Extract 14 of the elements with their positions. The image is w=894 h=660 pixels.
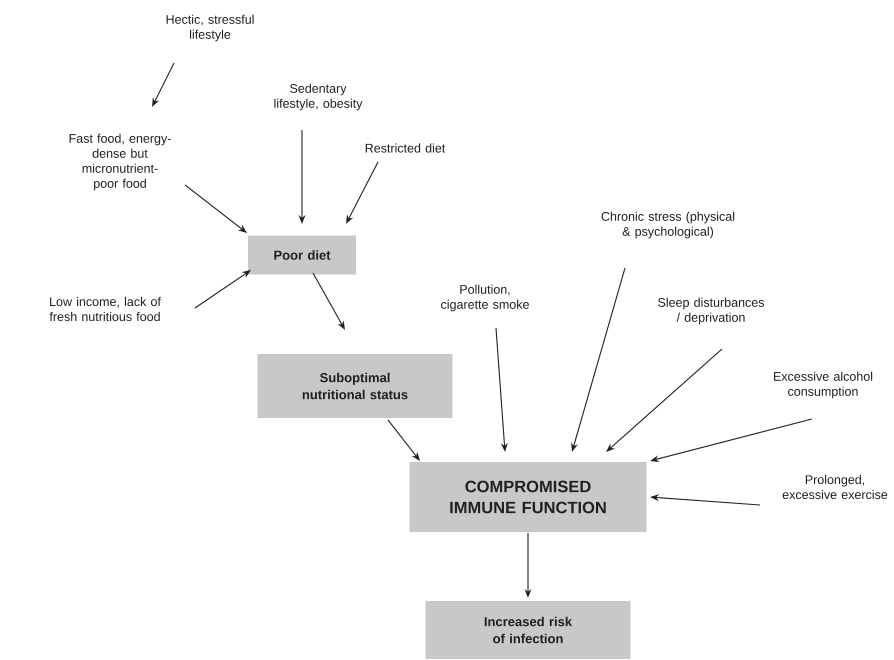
cause-text: Excessive alcohol consumption bbox=[774, 372, 872, 398]
outcome-box: Suboptimal nutritional status bbox=[258, 354, 452, 418]
cause-text: Fast food, energy-dense but micronutrient-poor food bbox=[70, 134, 171, 190]
cause-text: Pollution, cigarette smoke bbox=[441, 284, 529, 312]
cause-text: Prolonged, excessive exercise bbox=[782, 474, 888, 500]
cause-text: Restricted diet bbox=[366, 143, 446, 153]
outcome-box: Increased risk of infection bbox=[426, 601, 630, 659]
cause-text: Chronic stress (physical & psychological) bbox=[602, 212, 734, 238]
outcome-box: Poor diet bbox=[248, 236, 356, 274]
outcome-box: COMPROMISED IMMUNE FUNCTION bbox=[410, 462, 646, 532]
cause-text: Sedentary lifestyle, obesity bbox=[274, 84, 362, 110]
cause-text: Hectic, stressful lifestyle bbox=[166, 14, 254, 42]
cause-text: Sleep disturbances / deprivation bbox=[658, 298, 764, 324]
cause-text: Low income, lack of fresh nutritious food bbox=[50, 296, 161, 322]
